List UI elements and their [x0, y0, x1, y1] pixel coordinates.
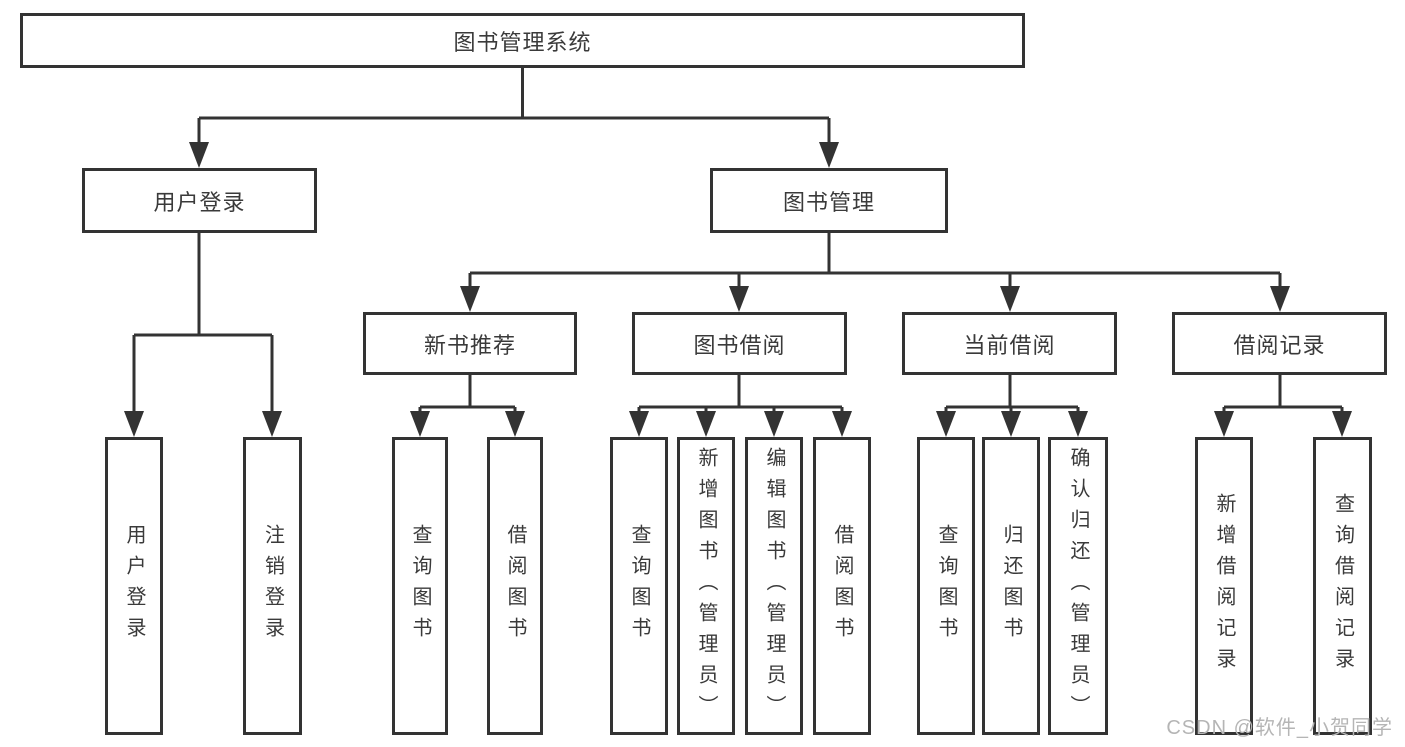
node-label: 图书管理系统 — [453, 29, 592, 55]
leaf-query-borrow-record: 查询借阅记录 — [1313, 437, 1372, 735]
node-label: 查询图书 — [935, 524, 957, 648]
arrowhead — [460, 286, 480, 312]
node-label: 注销登录 — [261, 524, 284, 648]
arrowhead — [832, 411, 852, 437]
node-book-management: 图书管理 — [710, 168, 948, 233]
arrowhead — [1001, 411, 1021, 437]
connector-current-borrow-group — [944, 375, 1080, 412]
arrowhead — [189, 142, 209, 168]
arrowhead — [1270, 286, 1290, 312]
arrowheads — [124, 142, 1352, 437]
arrowhead — [764, 411, 784, 437]
connector-records-group — [1222, 375, 1344, 412]
node-root-library-system: 图书管理系统 — [20, 13, 1025, 68]
arrowhead — [262, 411, 282, 437]
arrowhead — [505, 411, 525, 437]
csdn-watermark: CSDN @软件_小贺同学 — [1166, 717, 1393, 739]
connector-user-login-group — [132, 233, 274, 412]
leaf-add-book-admin: 新增图书（管理员） — [677, 437, 735, 735]
leaf-borrow-books-recommend: 借阅图书 — [487, 437, 543, 735]
node-new-book-recommendation: 新书推荐 — [363, 312, 577, 375]
connector-book-borrow-group — [637, 375, 844, 412]
leaf-confirm-return-admin: 确认归还（管理员） — [1048, 437, 1108, 735]
leaf-return-book: 归还图书 — [982, 437, 1040, 735]
node-current-borrowing: 当前借阅 — [902, 312, 1117, 375]
leaf-add-borrow-record: 新增借阅记录 — [1195, 437, 1253, 735]
node-book-borrowing: 图书借阅 — [632, 312, 847, 375]
node-label: 用户登录 — [153, 189, 246, 215]
leaf-query-books-borrow: 查询图书 — [610, 437, 668, 735]
node-label: 查询图书 — [628, 524, 650, 648]
arrowhead — [124, 411, 144, 437]
node-label: 图书管理 — [782, 189, 875, 215]
node-label: 归还图书 — [1000, 524, 1022, 648]
node-label: 新增借阅记录 — [1213, 493, 1235, 679]
arrowhead — [1000, 286, 1020, 312]
leaf-logout: 注销登录 — [243, 437, 302, 735]
node-label: 当前借阅 — [963, 332, 1056, 358]
node-label: 借阅记录 — [1233, 332, 1326, 358]
node-label: 借阅图书 — [831, 524, 853, 648]
arrowhead — [696, 411, 716, 437]
arrowhead — [1332, 411, 1352, 437]
node-label: 查询图书 — [409, 524, 431, 648]
node-label: 借阅图书 — [504, 524, 526, 648]
arrowhead — [1214, 411, 1234, 437]
leaf-query-books-current: 查询图书 — [917, 437, 975, 735]
leaf-edit-book-admin: 编辑图书（管理员） — [745, 437, 803, 735]
arrowhead — [410, 411, 430, 437]
connector-new-book-group — [418, 375, 517, 412]
node-user-login: 用户登录 — [82, 168, 317, 233]
arrowhead — [819, 142, 839, 168]
connector-root-to-level2 — [197, 68, 831, 143]
leaf-borrow-books: 借阅图书 — [813, 437, 871, 735]
arrowhead — [1068, 411, 1088, 437]
node-label: 新书推荐 — [423, 332, 516, 358]
arrowhead — [629, 411, 649, 437]
node-label: 确认归还（管理员） — [1067, 446, 1089, 726]
arrowhead — [729, 286, 749, 312]
leaf-user-login: 用户登录 — [105, 437, 163, 735]
connector-level2-to-level3 — [468, 233, 1282, 287]
arrowhead — [936, 411, 956, 437]
node-label: 编辑图书（管理员） — [763, 446, 785, 726]
node-label: 图书借阅 — [693, 332, 786, 358]
node-label: 查询借阅记录 — [1331, 493, 1354, 679]
node-label: 新增图书（管理员） — [695, 446, 717, 726]
node-label: 用户登录 — [123, 524, 145, 648]
node-borrowing-records: 借阅记录 — [1172, 312, 1387, 375]
leaf-query-books-recommend: 查询图书 — [392, 437, 448, 735]
